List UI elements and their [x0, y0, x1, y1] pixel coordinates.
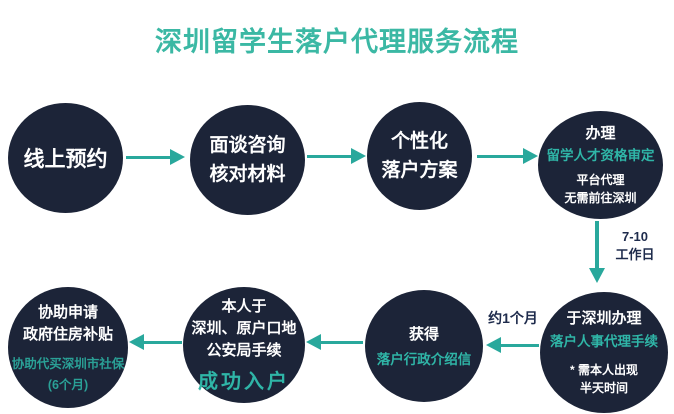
step-police-registration: 本人于 深圳、原户口地 公安局手续 成功入户	[183, 287, 305, 403]
step-subsidy-assistance: 协助申请 政府住房补贴 协助代买深圳市社保 (6个月)	[8, 287, 128, 408]
arrowhead-icon	[351, 148, 366, 164]
step-line-highlight: 留学人才资格审定	[546, 148, 655, 164]
step-line-highlight: 落户行政介绍信	[376, 351, 472, 367]
step-line-highlight: (6个月)	[47, 377, 89, 392]
step-online-booking: 线上预约	[8, 103, 123, 213]
step-note: * 需本人出现	[569, 362, 638, 377]
step-line: 政府住房补贴	[22, 326, 113, 343]
step-line-highlight: 落户人事代理手续	[550, 333, 658, 349]
page-title: 深圳留学生落户代理服务流程	[155, 27, 519, 57]
step-line: 落户方案	[381, 160, 458, 181]
arrow-down-icon	[589, 221, 605, 283]
arrow-left-icon	[486, 337, 539, 353]
step-line-highlight: 成功入户	[198, 370, 290, 393]
arrow-left-icon	[306, 334, 363, 350]
step-line-highlight: 协助代买深圳市社保	[11, 356, 125, 371]
step-note: 平台代理	[576, 173, 625, 188]
arrowhead-icon	[170, 149, 185, 165]
step-line: 个性化	[390, 130, 448, 152]
duration-label-working-days: 7-10 工作日	[604, 228, 666, 263]
step-line: 深圳、原户口地	[191, 320, 297, 338]
duration-line: 工作日	[615, 246, 655, 262]
arrowhead-icon	[523, 148, 538, 164]
step-introduction-letter: 获得 落户行政介绍信	[365, 290, 483, 402]
step-line: 核对材料	[209, 164, 286, 185]
step-shenzhen-hr-agency: 于深圳办理 落户人事代理手续 * 需本人出现 半天时间	[540, 292, 668, 413]
step-line: 面谈咨询	[209, 134, 286, 156]
step-line: 公安局手续	[206, 341, 282, 359]
arrow-right-icon	[477, 148, 538, 164]
step-qualification-review: 办理 留学人才资格审定 平台代理 无需前往深圳	[538, 111, 663, 219]
arrow-right-icon	[307, 148, 366, 164]
step-line: 协助申请	[37, 304, 98, 322]
step-note: 半天时间	[579, 380, 628, 395]
arrowhead-icon	[486, 337, 501, 353]
duration-label-one-month: 约1个月	[488, 310, 538, 326]
arrow-left-icon	[129, 334, 182, 350]
step-line: 本人于	[221, 298, 267, 316]
step-line: 获得	[408, 326, 439, 344]
step-line: 于深圳办理	[566, 310, 642, 328]
step-interview-materials: 面谈咨询 核对材料	[190, 105, 305, 215]
arrowhead-icon	[589, 268, 605, 283]
step-line: 线上预约	[23, 148, 108, 171]
step-line: 办理	[585, 124, 616, 142]
arrowhead-icon	[306, 334, 321, 350]
arrow-right-icon	[126, 149, 185, 165]
step-personalized-plan: 个性化 落户方案	[367, 102, 472, 210]
arrowhead-icon	[129, 334, 144, 350]
duration-line: 7-10	[621, 229, 649, 244]
step-note: 无需前往深圳	[564, 191, 637, 206]
